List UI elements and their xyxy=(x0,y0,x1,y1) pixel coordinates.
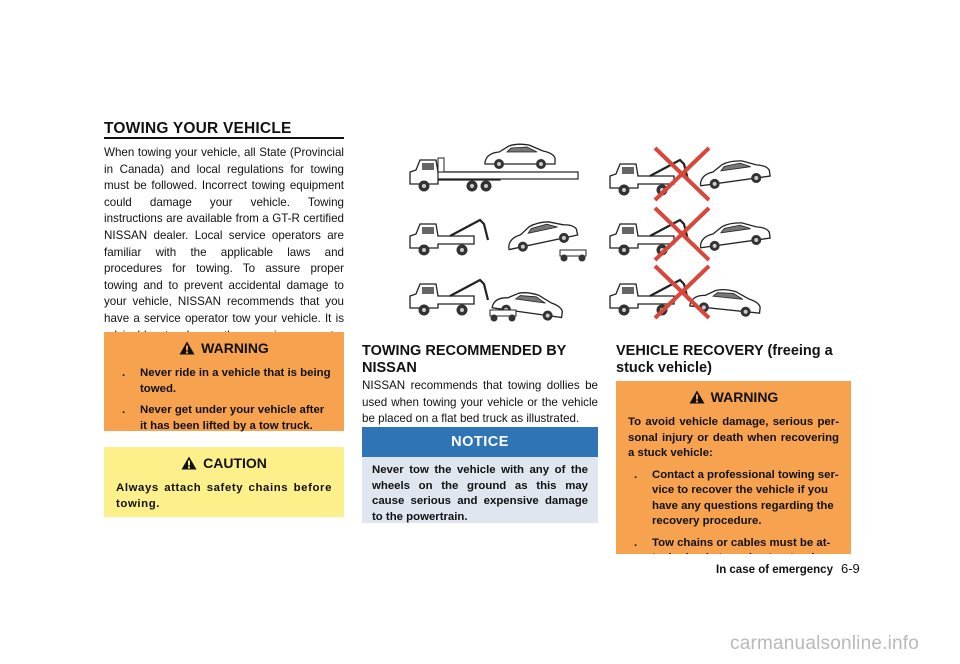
prohibited-wheel-lift-illustration xyxy=(608,146,772,202)
section-heading-towing: TOWING YOUR VEHICLE xyxy=(104,120,292,137)
warning-triangle-icon xyxy=(179,341,195,355)
page-footer: In case of emergency 6-9 xyxy=(716,561,860,576)
notice-box: NOTICE Never tow the vehicle with any of… xyxy=(362,427,598,523)
warning-title-row: WARNING xyxy=(116,340,332,356)
dolly-tow-front-illustration xyxy=(408,214,587,262)
footer-section-name: In case of emergency xyxy=(716,564,833,576)
warning-triangle-icon xyxy=(689,390,705,404)
recommended-paragraph: NISSAN recommends that towing dollies be… xyxy=(362,379,598,426)
caution-title: CAUTION xyxy=(203,455,267,471)
caution-box: CAUTION Always attach safety chains befo… xyxy=(104,447,344,517)
warning-item: .Tow chains or cables must be at-tached … xyxy=(634,536,831,555)
warning-intro-text: To avoid vehicle damage, serious per-son… xyxy=(628,416,839,459)
caution-title-row: CAUTION xyxy=(116,455,332,471)
warning-title-row: WARNING xyxy=(628,389,839,405)
notice-text: Never tow the vehicle with any of the wh… xyxy=(372,464,588,523)
flatbed-truck-illustration xyxy=(409,143,579,193)
section-heading-recommended: TOWING RECOMMENDED BY NISSAN xyxy=(362,343,567,376)
warning-item: .Contact a professional towing ser-vice … xyxy=(634,468,839,528)
warning-box-right: WARNING To avoid vehicle damage, serious… xyxy=(616,381,851,554)
warning-item: .Never ride in a vehicle that is being t… xyxy=(122,367,331,395)
warning-title: WARNING xyxy=(201,340,269,356)
warning-item: .Never get under your vehicle after it h… xyxy=(122,404,325,432)
caution-text: Always attach safety chains before towin… xyxy=(116,482,332,510)
heading-rule xyxy=(104,137,344,139)
intro-paragraph: When towing your vehicle, all State (Pro… xyxy=(104,146,344,358)
dolly-tow-rear-illustration xyxy=(408,278,565,324)
warning-title: WARNING xyxy=(710,389,779,405)
prohibited-sling-tow-illustration xyxy=(608,206,772,262)
warning-box-left: WARNING .Never ride in a vehicle that is… xyxy=(104,332,344,432)
page-number: 6-9 xyxy=(840,561,860,576)
towing-methods-illustration xyxy=(408,143,772,324)
prohibited-rear-lift-illustration xyxy=(608,264,763,320)
watermark: carmanualsonline.info xyxy=(730,633,920,654)
notice-title: NOTICE xyxy=(362,427,598,457)
caution-triangle-icon xyxy=(181,456,197,470)
section-heading-recovery: VEHICLE RECOVERY (freeing a stuck vehicl… xyxy=(616,343,833,376)
